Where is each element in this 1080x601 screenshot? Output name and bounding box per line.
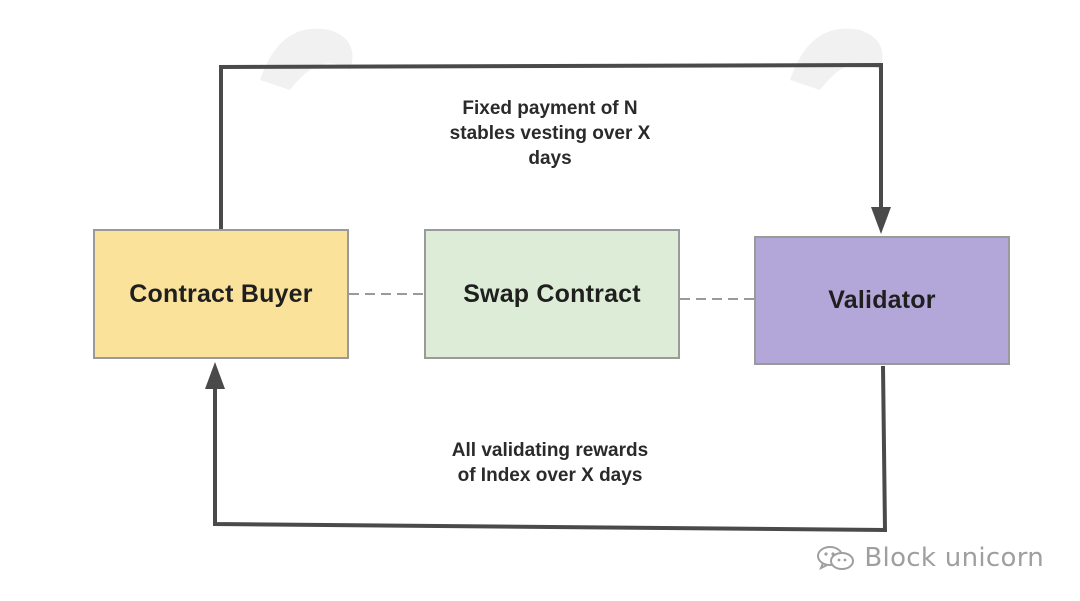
watermark: Block unicorn (816, 543, 1044, 573)
edge-bottom-arrowhead (205, 362, 225, 389)
swap-contract-label: Swap Contract (463, 279, 641, 308)
edge-top-label: Fixed payment of N stables vesting over … (449, 98, 651, 169)
contract-buyer-label: Contract Buyer (129, 279, 313, 308)
background-watermark-shape (790, 28, 883, 90)
background-watermark-shape (260, 28, 353, 90)
contract-buyer-box: Contract Buyer (93, 229, 349, 359)
swap-contract-box: Swap Contract (424, 229, 680, 359)
edge-top-arrowhead (871, 207, 891, 234)
validator-box: Validator (754, 236, 1010, 365)
edge-bottom-label: All validating rewards of Index over X d… (451, 440, 649, 486)
watermark-text: Block unicorn (864, 543, 1044, 573)
edge-bottom-line (213, 365, 888, 533)
validator-label: Validator (828, 286, 936, 314)
wechat-icon (817, 546, 855, 571)
edge-top-line (219, 62, 883, 229)
